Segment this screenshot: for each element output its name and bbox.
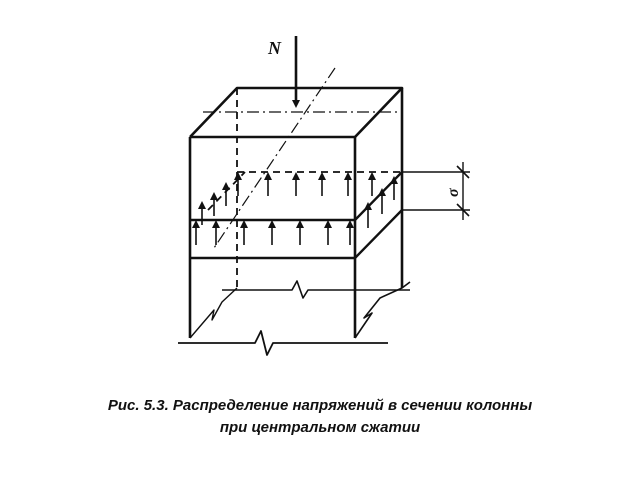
right-break-line (354, 281, 411, 339)
column-stress-diagram: N σ (178, 36, 470, 356)
stress-arrows-front (192, 220, 354, 245)
center-axes (203, 67, 398, 249)
stress-dimension-ticks (456, 165, 470, 217)
stress-arrows-back (264, 172, 376, 196)
figure-caption-line-1: Рис. 5.3. Распределение напряжений в сеч… (107, 397, 533, 414)
stress-arrows-side (198, 172, 398, 228)
force-n-label: N (267, 38, 282, 58)
stress-sigma-label: σ (445, 188, 462, 197)
bottom-break-line (178, 330, 388, 356)
bottom-left-break (189, 287, 238, 339)
bottom-section-line (222, 280, 410, 299)
figure-caption-line-2: при центральном сжатии (219, 419, 421, 436)
column-front-face (188, 135, 357, 338)
